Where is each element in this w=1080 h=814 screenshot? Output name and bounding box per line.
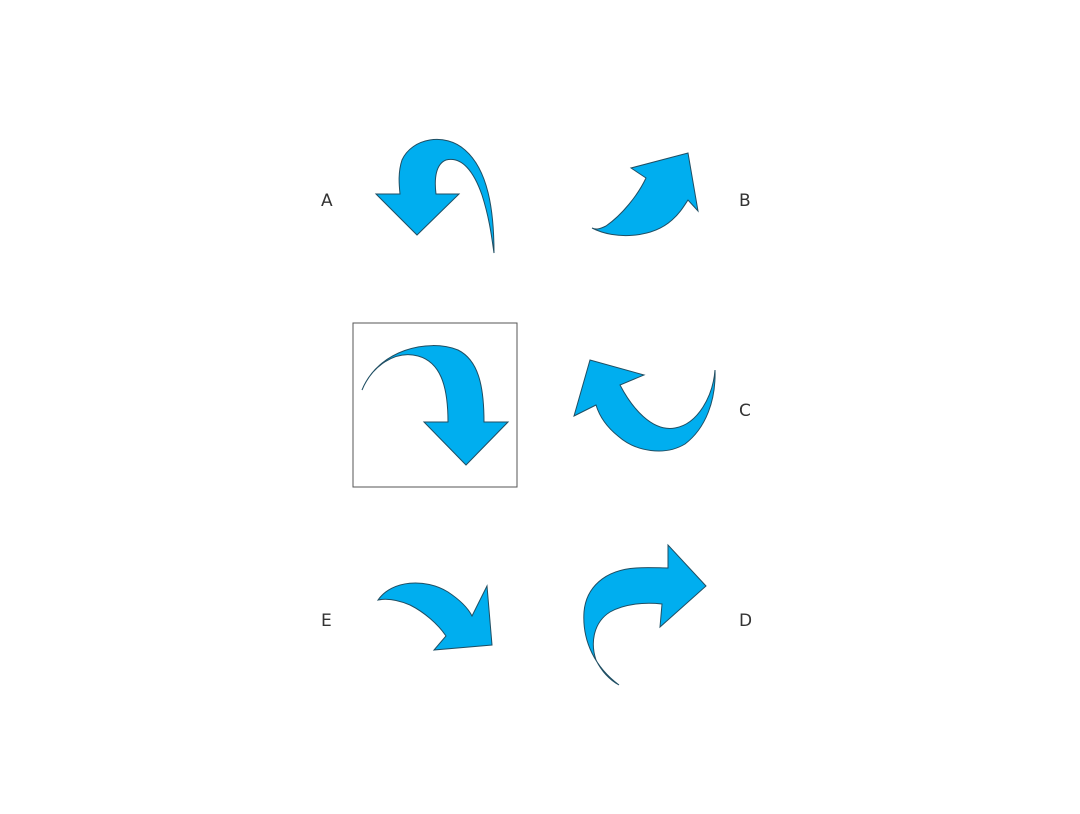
reference-frame <box>352 322 518 488</box>
option-b-arrow-icon <box>591 152 699 237</box>
option-a-arrow-icon <box>374 138 495 254</box>
option-d-arrow-icon <box>583 543 707 686</box>
option-c-arrow-icon <box>573 359 716 452</box>
option-c-label: C <box>739 401 751 421</box>
option-b-label: B <box>739 191 751 211</box>
option-d-label: D <box>739 611 753 631</box>
reference-arrow-icon <box>361 345 510 466</box>
option-a-label: A <box>321 191 333 211</box>
option-e-label: E <box>321 611 332 631</box>
option-e-arrow-icon <box>376 582 493 651</box>
